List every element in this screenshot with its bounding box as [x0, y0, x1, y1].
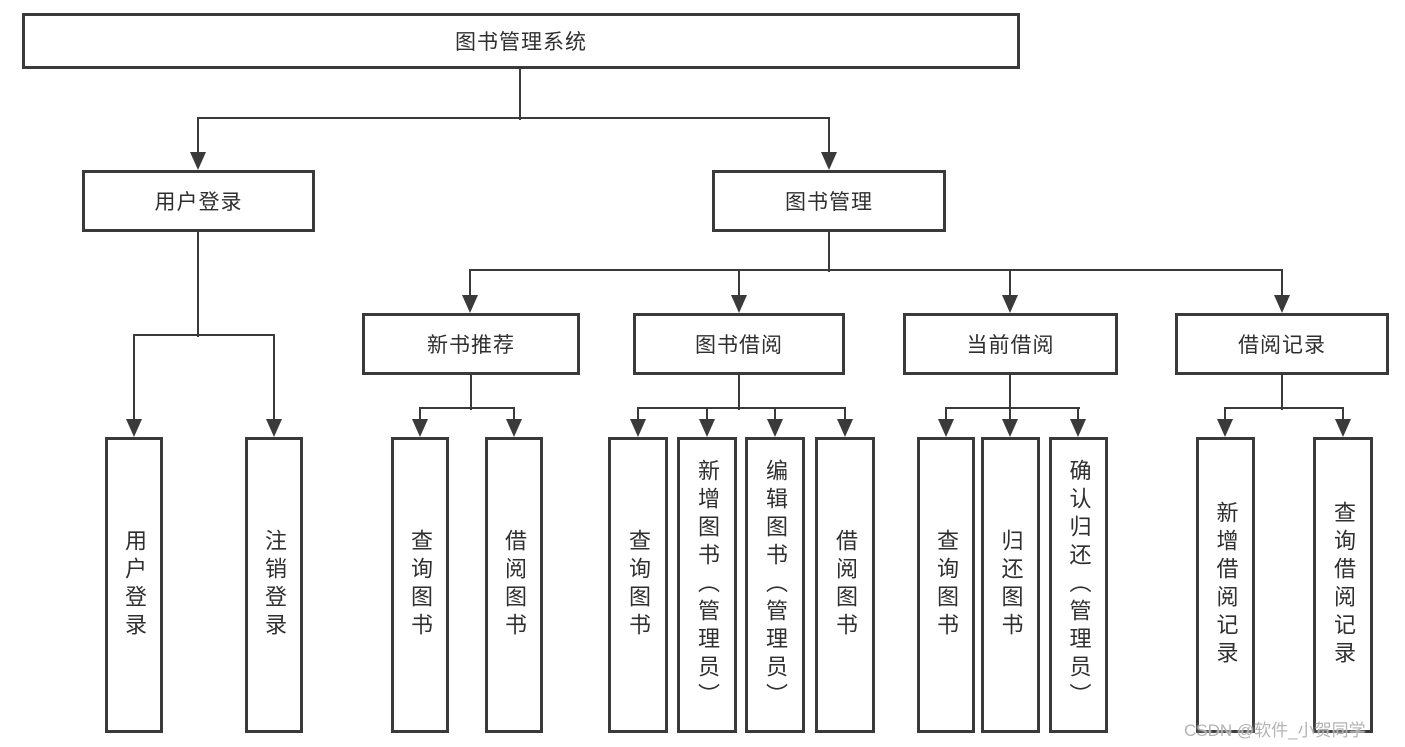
- node-current-borrowing: 当前借阅: [903, 313, 1118, 375]
- connector-vline: [513, 408, 515, 424]
- leaf-user-login: 用户登录: [105, 437, 163, 733]
- arrow-down-icon: [837, 419, 853, 437]
- node-borrowing-records: 借阅记录: [1175, 313, 1389, 375]
- arrow-down-icon: [731, 295, 747, 313]
- arrow-down-icon: [190, 152, 206, 170]
- connector-vline: [1077, 408, 1079, 424]
- connector-hline: [469, 269, 1283, 271]
- arrow-down-icon: [1217, 419, 1233, 437]
- leaf-user-login-label: 用户登录: [122, 529, 147, 641]
- arrow-down-icon: [506, 419, 522, 437]
- connector-vline: [1281, 375, 1283, 410]
- connector-vline: [774, 408, 776, 424]
- leaf-borrow-books-recommend: 借阅图书: [485, 437, 543, 733]
- arrow-down-icon: [821, 152, 837, 170]
- arrow-down-icon: [767, 419, 783, 437]
- leaf-add-borrow-record-label: 新增借阅记录: [1213, 501, 1239, 669]
- leaf-borrow-books-borrowing-label: 借阅图书: [833, 529, 858, 641]
- node-new-book-recommendation: 新书推荐: [362, 313, 580, 375]
- leaf-confirm-return-admin: 确认归还（管理员）: [1049, 437, 1108, 733]
- connector-vline: [469, 270, 471, 298]
- node-user-login: 用户登录: [82, 170, 315, 232]
- connector-vline: [738, 375, 740, 410]
- connector-vline: [844, 408, 846, 424]
- connector-vline: [133, 335, 135, 424]
- leaf-logout: 注销登录: [245, 437, 303, 733]
- leaf-add-book-admin: 新增图书（管理员）: [677, 437, 737, 733]
- arrow-down-icon: [126, 419, 142, 437]
- arrow-down-icon: [1002, 295, 1018, 313]
- arrow-down-icon: [1070, 419, 1086, 437]
- connector-hline: [1224, 407, 1344, 409]
- leaf-borrow-books-recommend-label: 借阅图书: [502, 529, 527, 641]
- connector-hline: [637, 407, 846, 409]
- leaf-query-books-current-label: 查询图书: [934, 529, 959, 641]
- leaf-add-borrow-record: 新增借阅记录: [1196, 437, 1255, 733]
- leaf-query-books-borrowing: 查询图书: [608, 437, 668, 733]
- leaf-query-books-borrowing-label: 查询图书: [626, 529, 651, 641]
- connector-vline: [1342, 408, 1344, 424]
- leaf-return-books: 归还图书: [981, 437, 1040, 733]
- connector-hline: [419, 407, 515, 409]
- leaf-query-borrow-record-label: 查询借阅记录: [1331, 501, 1356, 669]
- connector-vline: [1009, 270, 1011, 298]
- connector-vline: [1224, 408, 1226, 424]
- arrow-down-icon: [412, 419, 428, 437]
- node-library-management-system: 图书管理系统: [22, 13, 1020, 69]
- connector-vline: [197, 232, 199, 337]
- connector-vline: [519, 67, 521, 120]
- connector-vline: [470, 375, 472, 410]
- connector-vline: [1009, 408, 1011, 424]
- arrow-down-icon: [1274, 295, 1290, 313]
- arrow-down-icon: [938, 419, 954, 437]
- connector-hline: [133, 334, 275, 336]
- connector-vline: [273, 335, 275, 424]
- leaf-edit-book-admin: 编辑图书（管理员）: [745, 437, 805, 733]
- connector-vline: [637, 408, 639, 424]
- connector-vline: [738, 270, 740, 298]
- arrow-down-icon: [630, 419, 646, 437]
- connector-vline: [419, 408, 421, 424]
- leaf-borrow-books-borrowing: 借阅图书: [815, 437, 875, 733]
- connector-vline: [706, 408, 708, 424]
- leaf-add-book-admin-label: 新增图书（管理员）: [695, 459, 720, 711]
- connector-vline: [1009, 375, 1011, 410]
- leaf-edit-book-admin-label: 编辑图书（管理员）: [763, 459, 788, 711]
- arrow-down-icon: [1002, 419, 1018, 437]
- connector-hline: [945, 407, 1080, 409]
- leaf-return-books-label: 归还图书: [998, 529, 1024, 641]
- connector-vline: [197, 118, 199, 154]
- connector-vline: [828, 232, 830, 272]
- leaf-confirm-return-admin-label: 确认归还（管理员）: [1066, 459, 1092, 711]
- node-book-borrowing: 图书借阅: [633, 313, 845, 375]
- connector-hline: [197, 117, 830, 119]
- leaf-query-books-recommend: 查询图书: [391, 437, 449, 733]
- leaf-query-books-current: 查询图书: [917, 437, 975, 733]
- node-book-management: 图书管理: [712, 170, 946, 232]
- connector-vline: [828, 118, 830, 154]
- watermark: CSDN @软件_小贺同学: [1184, 721, 1366, 740]
- arrow-down-icon: [1335, 419, 1351, 437]
- leaf-query-books-recommend-label: 查询图书: [408, 529, 433, 641]
- arrow-down-icon: [266, 419, 282, 437]
- connector-vline: [1281, 270, 1283, 298]
- leaf-query-borrow-record: 查询借阅记录: [1313, 437, 1373, 733]
- leaf-logout-label: 注销登录: [262, 529, 287, 641]
- connector-vline: [945, 408, 947, 424]
- arrow-down-icon: [699, 419, 715, 437]
- arrow-down-icon: [462, 295, 478, 313]
